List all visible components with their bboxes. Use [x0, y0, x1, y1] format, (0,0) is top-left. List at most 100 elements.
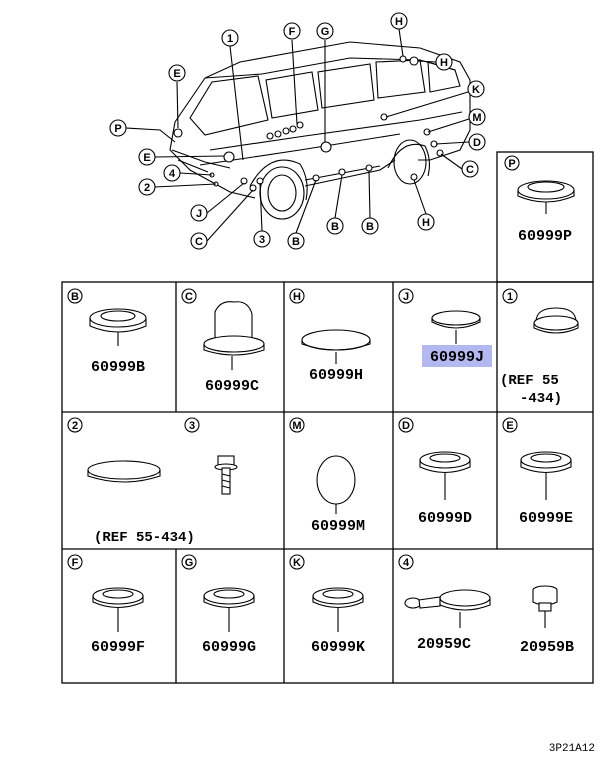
svg-text:M: M [472, 112, 481, 124]
cell-H: H 60999H [289, 288, 371, 384]
part-label-E: 60999E [519, 510, 573, 527]
grommet-icon [520, 451, 572, 500]
grommet-icon [312, 587, 364, 632]
svg-text:B: B [292, 236, 300, 248]
cell-F: F 60999F [67, 554, 145, 656]
svg-text:E: E [173, 68, 180, 80]
svg-text:M: M [292, 420, 301, 432]
svg-text:P: P [114, 123, 121, 135]
svg-text:K: K [472, 84, 480, 96]
part-label-D: 60999D [418, 510, 472, 527]
svg-text:B: B [71, 291, 79, 303]
svg-text:4: 4 [169, 168, 176, 180]
callout-3: 3 [253, 230, 271, 248]
svg-text:4: 4 [403, 557, 410, 569]
svg-text:D: D [402, 420, 410, 432]
svg-text:H: H [440, 57, 448, 69]
svg-text:P: P [508, 158, 515, 170]
grommet-icon [203, 587, 255, 632]
svg-text:1: 1 [507, 291, 513, 303]
cell-G: G 60999G [181, 554, 256, 656]
svg-text:E: E [506, 420, 513, 432]
cell-3: 3 [184, 417, 238, 495]
grommet-icon [92, 587, 144, 632]
callout-C-right: C [461, 160, 479, 178]
diagram-code: 3P21A12 [549, 743, 595, 755]
callout-M: M [468, 108, 486, 126]
cell-E: E 60999E [502, 417, 573, 527]
part-label-B: 60999B [91, 359, 145, 376]
svg-text:K: K [293, 557, 301, 569]
svg-text:2: 2 [144, 182, 150, 194]
svg-text:H: H [293, 291, 301, 303]
part-label-P: 60999P [518, 228, 572, 245]
svg-text:C: C [466, 164, 474, 176]
svg-text:F: F [289, 26, 296, 38]
part-label-G: 60999G [202, 639, 256, 656]
cell-J: J 60999J [398, 288, 492, 367]
plug-icon [431, 310, 481, 344]
round-plug-icon [316, 455, 356, 514]
grommet-icon [419, 451, 471, 500]
cap-icon [533, 307, 579, 334]
part-label-F: 60999F [91, 639, 145, 656]
van-illustration [125, 28, 471, 242]
callout-H-top: H [390, 12, 408, 30]
callout-2: 2 [138, 178, 156, 196]
part-label-H: 60999H [309, 367, 363, 384]
svg-text:3: 3 [259, 234, 265, 246]
part-label-K: 60999K [311, 639, 365, 656]
callout-C-left: C [190, 232, 208, 250]
svg-text:1: 1 [227, 33, 233, 45]
part-label-4b: 20959B [520, 639, 574, 656]
svg-text:E: E [143, 152, 150, 164]
callout-P: P [109, 119, 127, 137]
cap-plug-icon [203, 301, 265, 370]
parts-grid [61, 151, 594, 684]
svg-text:B: B [366, 221, 374, 233]
svg-text:B: B [331, 221, 339, 233]
svg-text:D: D [473, 137, 481, 149]
callout-H-top2: H [435, 53, 453, 71]
callout-E-mid: E [138, 148, 156, 166]
cell-M: M 60999M [289, 417, 365, 535]
highlight-box [422, 345, 492, 367]
svg-text:H: H [422, 217, 430, 229]
callout-G: G [316, 22, 334, 40]
cell-C: C 60999C [181, 288, 265, 395]
bolt-icon [214, 455, 238, 495]
grommet-icon [517, 180, 575, 214]
callout-F: F [283, 22, 301, 40]
strap-plug-icon [404, 589, 491, 628]
svg-text:G: G [185, 557, 194, 569]
cell-P: P 60999P [504, 155, 575, 245]
cell-B: B 60999B [67, 288, 147, 376]
callout-D: D [468, 133, 486, 151]
svg-text:2: 2 [72, 420, 78, 432]
callout-B-1: B [287, 232, 305, 250]
plug-disc-icon [301, 329, 371, 364]
cell-D: D 60999D [398, 417, 472, 527]
svg-text:F: F [72, 557, 79, 569]
callout-E-top: E [168, 64, 186, 82]
cell-1: 1 (REF 55 -434) [500, 288, 579, 407]
callout-1: 1 [221, 29, 239, 47]
grommet-icon [89, 308, 147, 346]
part-label-M: 60999M [311, 518, 365, 535]
ref-note-2: (REF 55-434) [94, 530, 195, 546]
cell-4: 4 20959C 20959B [398, 554, 574, 656]
ref-note-1a: (REF 55 [500, 373, 559, 389]
part-label-C: 60999C [205, 378, 259, 395]
svg-text:C: C [185, 291, 193, 303]
svg-text:J: J [403, 291, 409, 303]
cell-2: 2 (REF 55-434) [67, 417, 195, 546]
svg-text:J: J [196, 208, 202, 220]
callout-J: J [190, 204, 208, 222]
oval-plug-icon [87, 460, 161, 483]
svg-text:C: C [195, 236, 203, 248]
svg-text:G: G [321, 26, 330, 38]
part-label-J: 60999J [430, 349, 484, 366]
callout-H-bottom: H [417, 213, 435, 231]
part-label-4a: 20959C [417, 636, 471, 653]
